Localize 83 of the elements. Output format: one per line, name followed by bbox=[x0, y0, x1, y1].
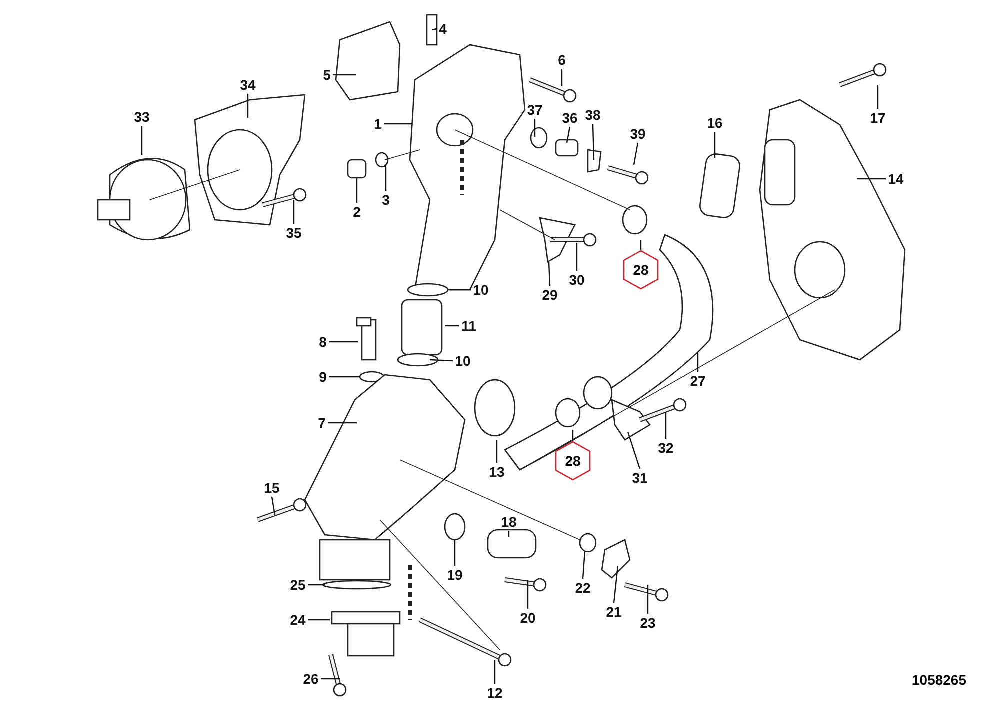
leader-line bbox=[329, 376, 360, 378]
callout-number: 10 bbox=[471, 281, 491, 299]
callout-number: 26 bbox=[301, 670, 321, 688]
leader-line bbox=[496, 440, 498, 463]
callout-number: 1 bbox=[372, 115, 384, 133]
callout-number: 34 bbox=[238, 76, 258, 94]
leader-line bbox=[329, 341, 358, 343]
callout-number: 5 bbox=[321, 66, 333, 84]
leader-line bbox=[328, 422, 357, 424]
leader-line bbox=[508, 531, 510, 537]
callout-number: 24 bbox=[288, 611, 308, 629]
callout-number: 22 bbox=[573, 579, 593, 597]
leader-line bbox=[494, 660, 496, 684]
leader-line bbox=[640, 240, 642, 250]
leader-line bbox=[445, 325, 459, 327]
leader-line bbox=[697, 353, 699, 372]
callout-number: 30 bbox=[567, 271, 587, 289]
callout-number: 8 bbox=[317, 333, 329, 351]
leader-line bbox=[665, 412, 667, 439]
callout-number: 31 bbox=[630, 469, 650, 487]
leader-line bbox=[333, 74, 356, 76]
leader-line bbox=[633, 142, 639, 166]
callout-number: 32 bbox=[656, 439, 676, 457]
leader-line bbox=[877, 85, 879, 109]
callout-number: 19 bbox=[445, 566, 465, 584]
leader-line bbox=[432, 28, 438, 31]
callout-number: 3 bbox=[380, 191, 392, 209]
hexagon-callout: 28 bbox=[621, 250, 661, 290]
callout-number: 9 bbox=[317, 368, 329, 386]
callout-number: 16 bbox=[705, 114, 725, 132]
leader-line bbox=[321, 678, 340, 680]
callout-number: 14 bbox=[886, 170, 906, 188]
leader-line bbox=[534, 119, 536, 137]
leader-line bbox=[384, 123, 412, 125]
callout-number: 23 bbox=[638, 614, 658, 632]
callout-number: 17 bbox=[868, 109, 888, 127]
leader-line bbox=[450, 289, 471, 291]
callout-number: 25 bbox=[288, 576, 308, 594]
leader-line bbox=[613, 566, 619, 604]
leader-line bbox=[627, 432, 641, 470]
leader-line bbox=[430, 359, 454, 362]
callout-number: 27 bbox=[688, 372, 708, 390]
leader-line bbox=[576, 243, 578, 271]
callout-number: 21 bbox=[604, 603, 624, 621]
leader-line bbox=[572, 430, 574, 441]
leader-line bbox=[356, 178, 358, 203]
leader-line bbox=[561, 69, 563, 86]
leader-line bbox=[247, 94, 249, 118]
callout-number: 37 bbox=[525, 101, 545, 119]
callout-number: 10 bbox=[453, 352, 473, 370]
leader-line bbox=[454, 540, 456, 566]
hexagon-callout: 28 bbox=[553, 441, 593, 481]
leader-line bbox=[385, 165, 387, 191]
callout-number: 39 bbox=[628, 125, 648, 143]
callout-number: 36 bbox=[560, 109, 580, 127]
callout-number: 18 bbox=[499, 513, 519, 531]
leader-line bbox=[141, 126, 143, 155]
callout-number: 20 bbox=[518, 609, 538, 627]
leader-line bbox=[857, 178, 886, 180]
callout-number: 12 bbox=[485, 684, 505, 702]
leader-line bbox=[566, 126, 571, 144]
callout-number: 15 bbox=[262, 479, 282, 497]
leader-line bbox=[592, 124, 595, 160]
callout-number: 13 bbox=[487, 463, 507, 481]
leader-line bbox=[271, 496, 276, 516]
callout-number: 38 bbox=[583, 106, 603, 124]
leader-line bbox=[548, 262, 551, 286]
leader-line bbox=[647, 585, 649, 614]
callout-number: 35 bbox=[284, 224, 304, 242]
drawing-number: 1058265 bbox=[912, 672, 967, 688]
leader-line bbox=[714, 132, 716, 158]
leader-line bbox=[582, 550, 586, 580]
callout-number: 6 bbox=[556, 51, 568, 69]
callout-number: 29 bbox=[540, 286, 560, 304]
leader-line bbox=[293, 200, 295, 224]
callout-number: 2 bbox=[351, 203, 363, 221]
leader-line bbox=[527, 580, 529, 609]
leader-line bbox=[308, 584, 325, 586]
callout-number: 7 bbox=[316, 414, 328, 432]
leader-line bbox=[308, 619, 330, 621]
callout-number: 4 bbox=[437, 20, 449, 38]
callout-number: 33 bbox=[132, 108, 152, 126]
callout-number: 11 bbox=[459, 317, 479, 335]
